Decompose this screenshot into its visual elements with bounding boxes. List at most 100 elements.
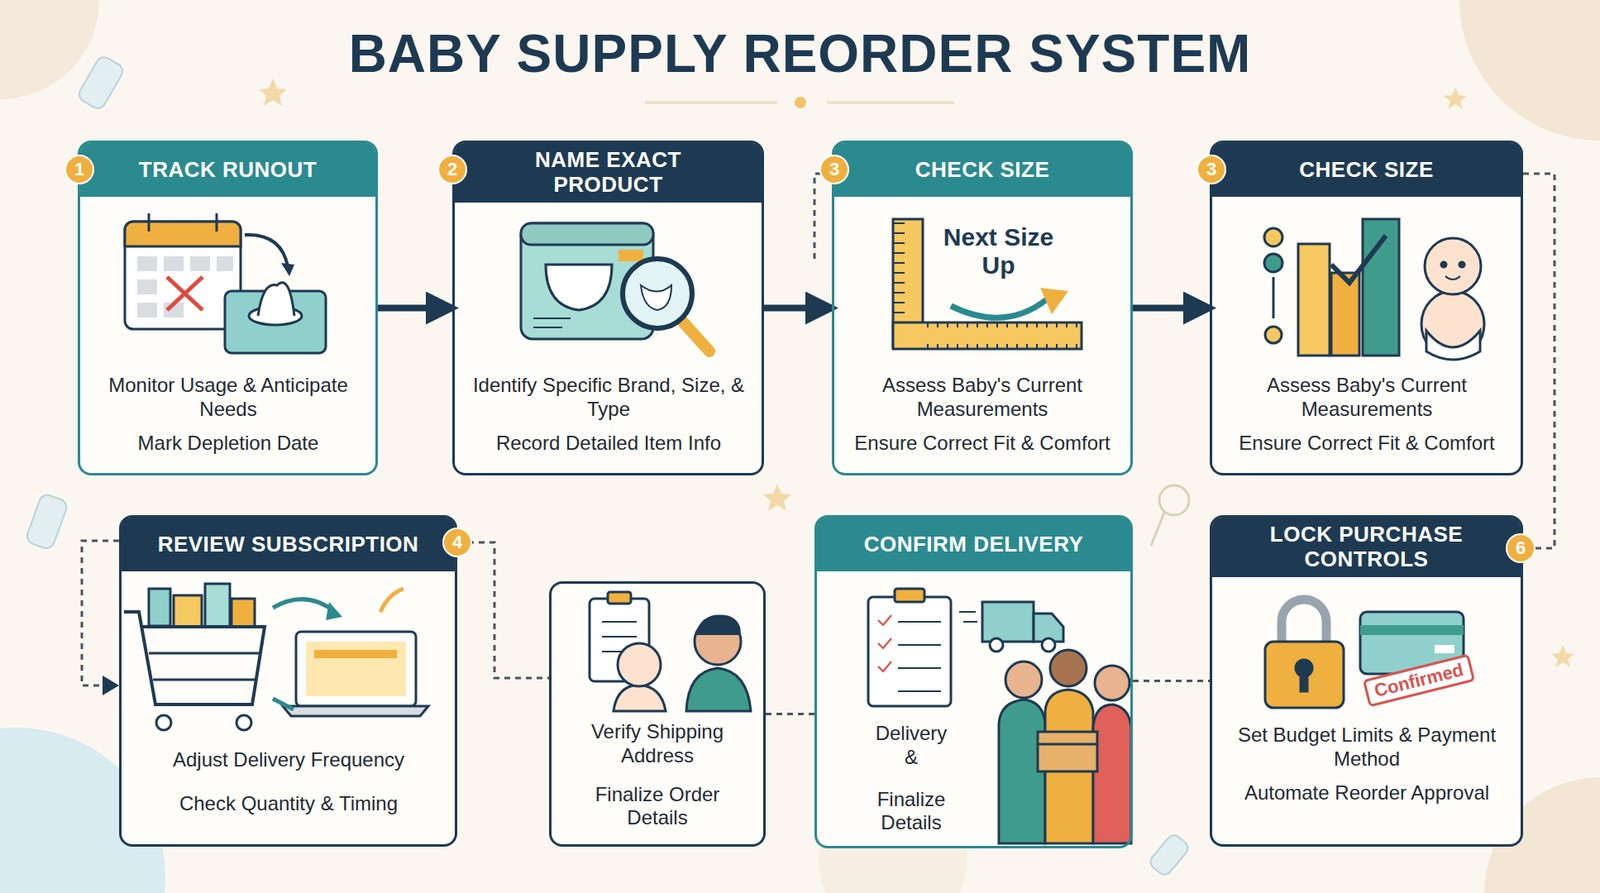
box-fills-part xyxy=(77,140,378,476)
delivery-icon-part xyxy=(878,615,941,692)
growth-chart-icon xyxy=(1264,219,1400,356)
laptop-icon-part xyxy=(282,706,429,717)
lock-card-icon-part xyxy=(1360,611,1464,674)
clipboard-baby-parent-icon-part xyxy=(607,592,631,604)
background-decor-part xyxy=(1151,485,1190,546)
box-body: Assess Baby's Current MeasurementsEnsure… xyxy=(845,373,1119,455)
box-text: Record Detailed Item Info xyxy=(472,431,746,456)
clipboard-baby-parent-icon-part-part xyxy=(601,635,637,638)
calendar-icon-part xyxy=(124,221,241,330)
cart-icon-part xyxy=(152,678,255,682)
process-box: TRACK RUNOUTMonitor Usage & Anticipate N… xyxy=(77,140,378,476)
lock-card-icon-part xyxy=(1360,625,1464,636)
box-text: Adjust Delivery Frequency xyxy=(135,748,442,773)
growth-chart-icon-part xyxy=(1264,228,1283,247)
box-fills-part xyxy=(814,515,1133,847)
delivery-icon-part-part xyxy=(897,644,941,646)
ruler-icon xyxy=(893,219,1082,349)
background-decor-part-part xyxy=(1551,644,1575,668)
delivery-icon-part xyxy=(1050,649,1087,687)
process-box: REVIEW SUBSCRIPTIONAdjust Delivery Frequ… xyxy=(119,515,458,847)
title-rule xyxy=(644,96,955,109)
cart-icon-part xyxy=(148,652,260,655)
laptop-icon-part xyxy=(272,599,335,612)
calendar-icon-part-part xyxy=(190,256,211,272)
flow-arrow xyxy=(377,305,453,312)
dashed-connector xyxy=(457,542,550,679)
ruler-icon-part xyxy=(893,219,923,323)
box-text: Check Quantity & Timing xyxy=(135,792,442,817)
ruler-icon-part xyxy=(950,299,1047,318)
delivery-icon-part xyxy=(1037,731,1098,772)
baby-icon-part xyxy=(1441,262,1447,268)
lock-card-icon-part xyxy=(1434,644,1455,654)
baby-icon-part xyxy=(1459,262,1465,268)
delivery-icon-part xyxy=(959,611,978,622)
box-text: Finalize Order Details xyxy=(562,783,753,832)
dashed-connector xyxy=(1523,173,1555,549)
box-fills-part xyxy=(549,581,766,847)
lock-card-icon-part xyxy=(1300,671,1308,692)
delivery-icon-part-part xyxy=(897,620,941,623)
clipboard-baby-parent-icon xyxy=(589,592,751,712)
confirmed-stamp: Confirmed xyxy=(1362,654,1476,708)
process-box: NAME EXACT PRODUCTIdentify Specific Bran… xyxy=(452,140,765,476)
calendar-icon-part-part xyxy=(163,256,184,272)
diaper-pack-icon-part xyxy=(640,285,672,311)
box-body: Monitor Usage & Anticipate NeedsMark Dep… xyxy=(91,373,365,455)
delivery-icon-part xyxy=(868,597,951,707)
cart-icon-part xyxy=(148,588,171,626)
delivery-icon-part-part xyxy=(897,690,941,693)
laptop-icon-part xyxy=(314,649,397,659)
baby-icon-part xyxy=(1426,330,1481,360)
box-text: Ensure Correct Fit & Comfort xyxy=(1226,431,1508,456)
box-heading: CHECK SIZE xyxy=(834,143,1131,197)
lock-card-icon-part xyxy=(1281,599,1327,644)
tissue-box-icon-part xyxy=(244,234,288,267)
calendar-icon-part-part xyxy=(216,256,234,272)
background-decor-part xyxy=(24,54,1191,879)
box-fills-part xyxy=(452,140,765,476)
diaper-pack-icon-part xyxy=(545,264,612,311)
title-rule-part xyxy=(644,100,778,105)
baby-icon-part xyxy=(1445,276,1461,280)
decor-arrowhead xyxy=(102,675,120,696)
flow-arrow xyxy=(764,305,832,312)
laptop-icon-part xyxy=(325,601,343,621)
background-decor-part-part xyxy=(76,54,125,112)
laptop-icon-part xyxy=(305,641,406,697)
delivery-icon-part-part xyxy=(897,667,941,669)
tissue-box-icon xyxy=(224,234,326,354)
calendar-icon-part xyxy=(215,213,219,232)
lock-card-icon-part xyxy=(1265,641,1344,708)
box-body: Verify Shipping AddressFinalize Order De… xyxy=(562,720,753,831)
box-text: Automate Reorder Approval xyxy=(1230,781,1504,806)
calendar-icon-part-part xyxy=(137,279,158,295)
laptop-icon-part xyxy=(272,698,294,710)
box-heading: NAME EXACT PRODUCT xyxy=(454,143,762,203)
box-body: Assess Baby's Current MeasurementsEnsure… xyxy=(1226,373,1508,455)
background-decor-part xyxy=(1459,0,1600,141)
baby-icon xyxy=(1421,238,1485,360)
background-decor-part-part xyxy=(1159,485,1190,516)
background-decor-part-part xyxy=(1443,86,1467,110)
background-decor-part-part xyxy=(1147,832,1191,879)
diaper-pack-icon-part xyxy=(618,249,644,262)
delivery-icon-part xyxy=(1093,704,1132,844)
box-fills-part xyxy=(831,140,1133,476)
calendar-icon-part-part xyxy=(137,302,158,318)
delivery-icon-part-part xyxy=(959,611,976,613)
delivery-icon-part xyxy=(1041,638,1056,652)
diagram-title: BABY SUPPLY REORDER SYSTEM xyxy=(0,23,1600,85)
title-rule-part xyxy=(826,100,955,105)
box-heading: LOCK PURCHASE CONTROLS xyxy=(1212,517,1521,578)
tissue-box-icon-part xyxy=(281,262,295,277)
background-decor-part-part xyxy=(258,78,287,106)
laptop-icon xyxy=(272,588,429,717)
box-text: Set Budget Limits & Payment Method xyxy=(1230,723,1504,772)
ruler-icon-part xyxy=(922,322,1080,349)
growth-chart-icon-part xyxy=(1264,253,1283,273)
box-fills xyxy=(77,140,1524,847)
